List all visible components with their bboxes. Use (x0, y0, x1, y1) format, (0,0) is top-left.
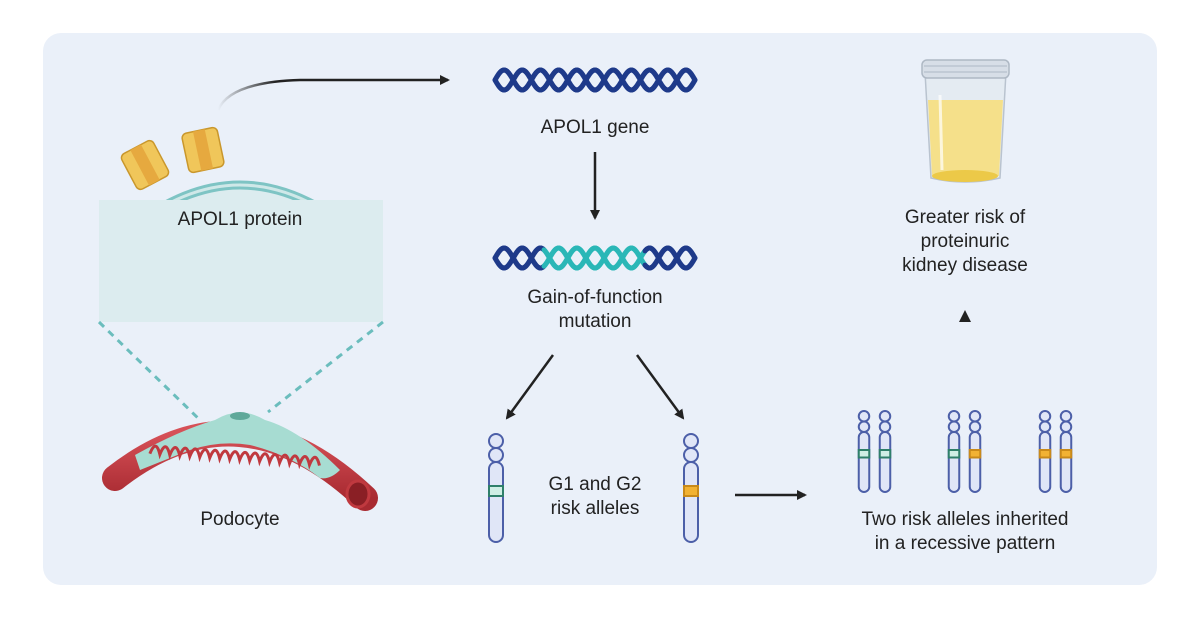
allele-band-g2 (1059, 449, 1073, 459)
apol1-channel-icon (181, 126, 225, 174)
chromosome-arm (857, 431, 871, 493)
arrow-head (959, 310, 971, 322)
chromosome-arm (968, 431, 982, 493)
allele-band-g2 (683, 485, 699, 497)
outcome-label: Greater risk of proteinuric kidney disea… (902, 207, 1028, 276)
zoom-line (267, 320, 384, 414)
arrow-mutation-to-g1 (505, 354, 555, 420)
apol1-protein-label: APOL1 protein (177, 209, 303, 230)
chromosome-g2-icon (683, 433, 699, 543)
allele-band-g1 (878, 449, 892, 459)
arrow-mutation-to-g2 (635, 354, 685, 420)
allele-band-g2 (968, 449, 982, 459)
chromosome-satellite (857, 420, 871, 433)
chromosome-satellite (488, 433, 504, 449)
chromosome-satellite (683, 447, 699, 463)
inheritance-label: Two risk alleles inherited in a recessiv… (861, 509, 1069, 554)
chromosome-satellite (1059, 420, 1073, 433)
zoom-line (97, 320, 202, 422)
genotype-pair-g1-g1 (857, 410, 892, 493)
genotype-pair-g2-g2 (1038, 410, 1073, 493)
chromosome-satellite (878, 410, 892, 423)
chromosome-arm (947, 431, 961, 493)
dna-strand-segment (691, 253, 698, 261)
chromosome-satellite (1059, 410, 1073, 423)
chromosome-arm (1038, 431, 1052, 493)
chromosome-g1-icon (488, 433, 504, 543)
chromosome-satellite (968, 410, 982, 423)
chromosome-satellite (878, 420, 892, 433)
chromosome-satellite (947, 420, 961, 433)
mutated-dna-helix-icon (492, 245, 698, 271)
dna-helix-icon (492, 67, 698, 93)
chromosome-satellite (947, 410, 961, 423)
chromosome-satellite (1038, 420, 1052, 433)
genotype-pair-g1-g2 (947, 410, 982, 493)
allele-band-g1 (488, 485, 504, 497)
chromosome-arm (1059, 431, 1073, 493)
chromosome-arm (683, 461, 699, 543)
chromosome-arm (878, 431, 892, 493)
podocyte-label: Podocyte (200, 509, 280, 530)
mutation-label: Gain-of-function mutation (527, 287, 663, 332)
chromosome-satellite (1038, 410, 1052, 423)
chromosome-satellite (968, 420, 982, 433)
cell-membrane-zoom (99, 180, 383, 322)
arrow-protein-to-gene (216, 75, 450, 111)
chromosome-satellite (683, 433, 699, 449)
dna-strand-segment (691, 75, 698, 83)
allele-band-g1 (857, 449, 871, 459)
apol1-gene-label: APOL1 gene (540, 117, 650, 138)
allele-band-g1 (947, 449, 961, 459)
urine-cup-icon (921, 59, 1010, 183)
apol1-channel-icon (120, 139, 170, 191)
chromosome-arm (488, 461, 504, 543)
chromosome-satellite (488, 447, 504, 463)
chromosome-satellite (857, 410, 871, 423)
allele-band-g2 (1038, 449, 1052, 459)
podocyte-icon (102, 412, 378, 511)
chromosome-pairs (857, 410, 1073, 493)
risk-alleles-label: G1 and G2 risk alleles (548, 474, 642, 519)
